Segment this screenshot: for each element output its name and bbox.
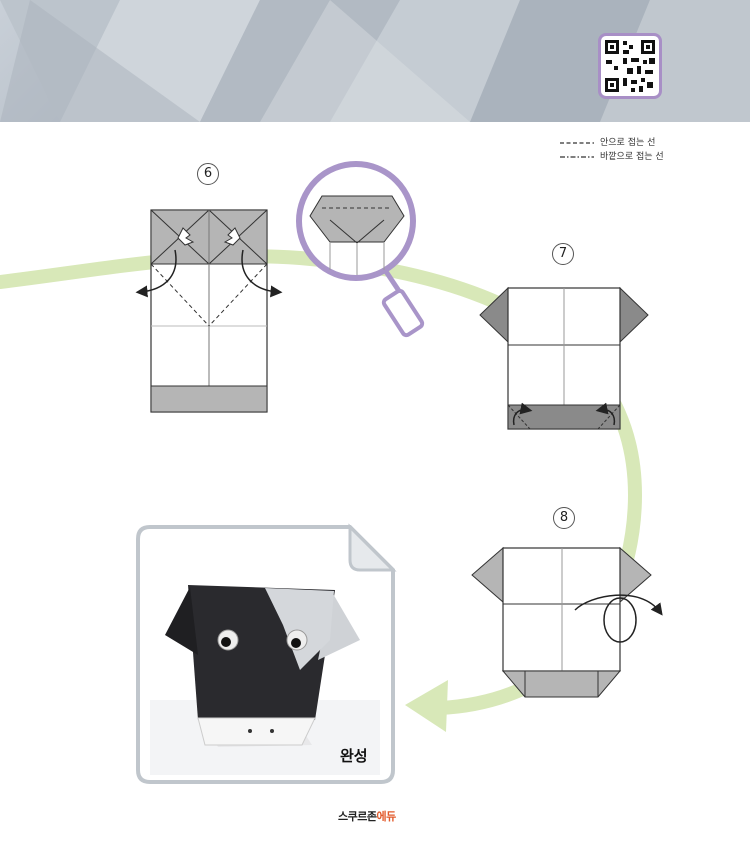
magnifier-detail (296, 161, 425, 338)
result-label: 완성 (340, 747, 368, 765)
legend-valley: 안으로 접는 선 (560, 136, 664, 150)
step-7-number: 7 (552, 243, 574, 265)
brand-logo: 스쿠르존에듀 (338, 808, 396, 824)
legend-mountain: 바깥으로 접는 선 (560, 150, 664, 164)
brand-accent: 에듀 (376, 810, 396, 823)
brand-main: 스쿠르존 (338, 810, 377, 823)
qr-code[interactable] (598, 33, 662, 99)
step-6-diagram (135, 209, 283, 413)
push-arrow-icon (223, 227, 241, 246)
fold-arrow-icon (135, 249, 177, 298)
dashed-line-icon (560, 142, 594, 144)
dash-dot-line-icon (560, 156, 594, 158)
result-card (136, 523, 397, 784)
step-6-number: 6 (197, 163, 219, 185)
turn-over-arrow-icon (574, 594, 663, 616)
step-7-diagram (479, 286, 649, 430)
fold-arrow-icon (512, 402, 533, 426)
fold-legend: 안으로 접는 선 바깥으로 접는 선 (560, 136, 664, 164)
fold-arrow-icon (595, 402, 616, 426)
push-arrow-icon (177, 227, 195, 246)
header-banner (0, 0, 750, 122)
legend-mountain-label: 바깥으로 접는 선 (600, 152, 664, 162)
step-8-diagram (471, 546, 663, 698)
qr-code-icon (605, 40, 655, 92)
legend-valley-label: 안으로 접는 선 (600, 138, 656, 148)
fold-arrow-icon (241, 249, 283, 298)
step-8-number: 8 (553, 507, 575, 529)
